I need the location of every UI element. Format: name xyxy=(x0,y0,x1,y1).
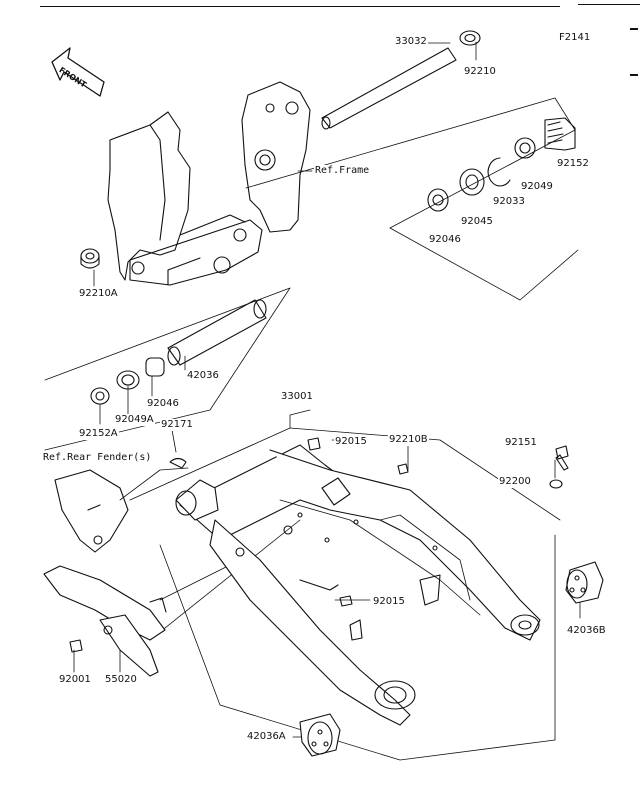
part-label-92152[interactable]: 92152 xyxy=(556,158,590,170)
part-label-92210B[interactable]: 92210B xyxy=(388,434,429,446)
chain-guard xyxy=(43,565,167,677)
ref-frame-label: Ref.Frame xyxy=(314,165,371,177)
bushings xyxy=(299,561,604,757)
part-label-55020[interactable]: 55020 xyxy=(104,674,138,686)
part-label-42036[interactable]: 42036 xyxy=(186,370,220,382)
part-label-92049[interactable]: 92049 xyxy=(520,181,554,193)
part-label-33001[interactable]: 33001 xyxy=(280,391,314,403)
rear-fender-reference xyxy=(54,469,129,553)
part-label-92210A[interactable]: 92210A xyxy=(78,288,119,300)
bearings-middle xyxy=(90,299,267,469)
part-label-42036A[interactable]: 42036A xyxy=(246,731,287,743)
part-label-92015-lower[interactable]: 92015 xyxy=(372,596,406,608)
edge-tick-mark xyxy=(630,28,638,30)
top-border-line xyxy=(40,6,560,7)
part-label-42036B[interactable]: 42036B xyxy=(566,625,607,637)
part-label-33032[interactable]: 33032 xyxy=(394,36,428,48)
swingarm xyxy=(175,444,541,726)
front-arrow-icon xyxy=(51,47,105,97)
part-label-92210[interactable]: 92210 xyxy=(463,66,497,78)
part-label-92200[interactable]: 92200 xyxy=(498,476,532,488)
fasteners xyxy=(69,437,569,653)
part-label-92015-upper[interactable]: 92015 xyxy=(334,436,368,448)
part-label-92049A[interactable]: 92049A xyxy=(114,414,155,426)
top-border-line-right xyxy=(578,4,640,5)
frame-reference xyxy=(107,81,311,286)
figure-id: F2141 xyxy=(558,32,592,44)
part-label-92001[interactable]: 92001 xyxy=(58,674,92,686)
part-label-92152A[interactable]: 92152A xyxy=(78,428,119,440)
part-label-92033[interactable]: 92033 xyxy=(492,196,526,208)
leader-lines xyxy=(44,41,581,761)
part-label-92046-mid[interactable]: 92046 xyxy=(146,398,180,410)
part-label-92046-top[interactable]: 92046 xyxy=(428,234,462,246)
pivot-shaft xyxy=(80,30,481,269)
bearings-right xyxy=(427,117,576,212)
part-label-92171[interactable]: 92171 xyxy=(160,419,194,431)
ref-rear-fender-label: Ref.Rear Fender(s) xyxy=(42,452,153,464)
edge-tick-mark xyxy=(630,74,638,76)
part-label-92151[interactable]: 92151 xyxy=(504,437,538,449)
part-label-92045[interactable]: 92045 xyxy=(460,216,494,228)
